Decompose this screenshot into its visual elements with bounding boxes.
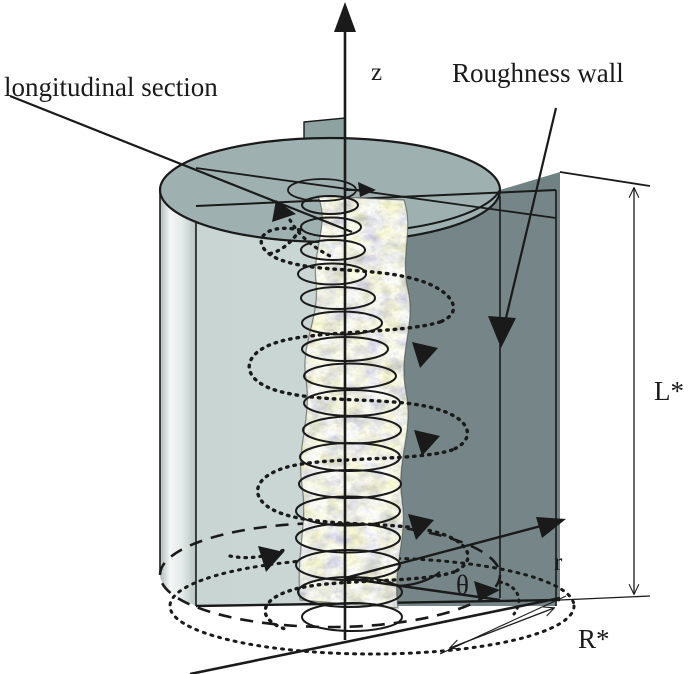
helix-flow-arrows: [258, 200, 440, 572]
helix-arrow: [408, 514, 434, 540]
core-ring: [300, 216, 362, 238]
theta-arc: [397, 571, 441, 588]
helix-arrow: [414, 430, 440, 456]
section-plane-top-edge: [195, 189, 557, 207]
theta-dotted-arc: [498, 580, 521, 616]
ground-reference-ellipse: [168, 556, 576, 656]
radius-dimension-label: R*: [578, 624, 610, 654]
r-axis-line: [344, 520, 557, 580]
core-ring: [295, 549, 401, 581]
cylinder-left-sliver: [160, 190, 196, 606]
length-dimension-label: L*: [654, 376, 684, 406]
longitudinal-section-label: longitudinal section: [4, 72, 218, 102]
roughness-wall-inner-face: [394, 190, 556, 606]
core-ring: [300, 286, 376, 310]
core-ring: [295, 495, 401, 527]
coordinate-axes: [195, 2, 566, 640]
helix-turn-2: [247, 320, 470, 452]
r-axis-label: r: [554, 549, 563, 576]
theta-axis-label: θ: [456, 570, 469, 600]
helix-arrow: [272, 200, 296, 222]
theta-arc-arrowhead: [474, 581, 500, 601]
theta-baseline: [344, 576, 501, 602]
r-axis-arrowhead: [536, 517, 566, 538]
top-disc-chord: [195, 167, 557, 219]
helix-turn-1: [259, 226, 455, 324]
roughness-wall-label: Roughness wall: [452, 58, 624, 88]
diagonal-reference-line: [189, 596, 561, 674]
core-ring: [303, 362, 397, 390]
roughness-wall-leader-arrowhead: [488, 316, 516, 348]
longitudinal-section-leader: [9, 94, 353, 234]
leader-lines: [9, 94, 558, 319]
length-dim-ext-bottom: [559, 595, 651, 601]
length-dim-ext-top: [559, 171, 651, 187]
wall-interior-arc: [393, 189, 501, 231]
helix-arrow: [412, 342, 438, 368]
z-axis-label: z: [371, 59, 382, 86]
z-axis-arrowhead: [334, 2, 356, 32]
helix-turn-3: [255, 448, 470, 574]
core-outline: [298, 195, 411, 609]
core-ring: [298, 469, 402, 499]
helix-arrow-tails: [228, 218, 332, 560]
core-ring: [297, 262, 367, 286]
core-ring: [300, 239, 366, 261]
radius-dim-ext: [439, 595, 567, 655]
central-roughness-core: [295, 195, 411, 632]
helix-upper-tail: [266, 228, 302, 256]
roughness-wall-leader: [504, 107, 558, 319]
core-ring: [301, 195, 359, 215]
helical-streamline: [247, 226, 470, 632]
helix-turn-4: [263, 570, 456, 632]
core-ring: [301, 602, 403, 632]
dimension-annotations: [439, 171, 651, 655]
